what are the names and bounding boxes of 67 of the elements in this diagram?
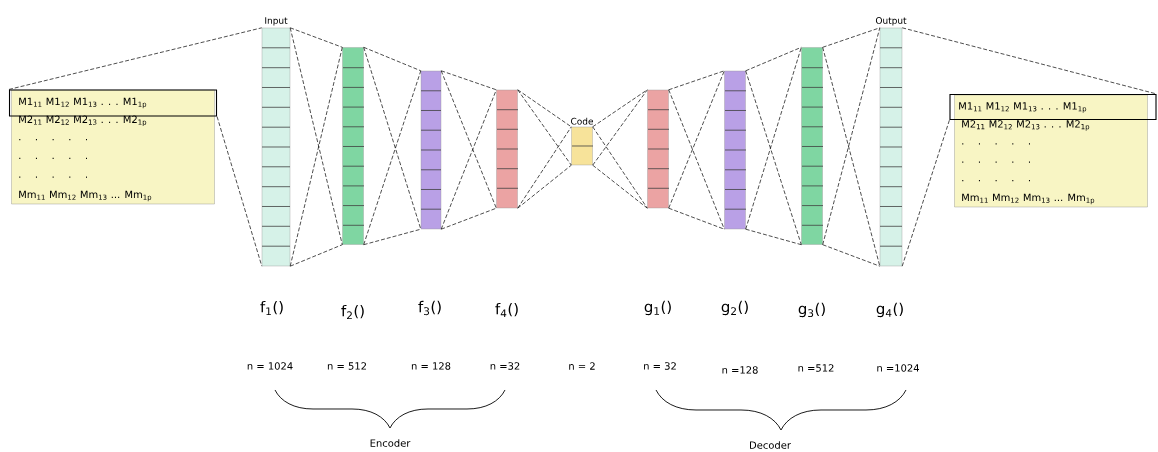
function-label: f$_{1}$() — [260, 301, 283, 315]
size-label: n = 512 — [327, 362, 366, 370]
group-label: Decoder — [750, 441, 791, 449]
size-label: n = 32 — [644, 362, 676, 370]
connector-line — [745, 46, 802, 72]
connector-line — [822, 27, 881, 246]
connector-line — [668, 207, 725, 230]
node-label: Code — [571, 117, 594, 125]
connector-line — [745, 228, 802, 246]
connector-line — [363, 228, 422, 246]
layer-column: Input — [261, 17, 291, 267]
connector-line — [440, 70, 497, 91]
connector-line — [592, 89, 648, 128]
layer-column: Output — [875, 17, 907, 267]
function-label: f$_{4}$() — [495, 303, 518, 317]
layer-column — [724, 70, 747, 230]
connector-line — [517, 89, 572, 128]
connector-line — [289, 27, 343, 246]
connector-line — [363, 46, 422, 72]
function-label: g$_{4}$() — [876, 302, 903, 318]
layer-column — [647, 89, 670, 209]
connector-line — [363, 70, 422, 246]
size-label: n =1024 — [877, 364, 919, 372]
group-label: Encoder — [370, 439, 411, 447]
connector-line — [8, 27, 263, 90]
connector-line — [289, 244, 343, 267]
connector-line — [668, 70, 725, 209]
node-label: Input — [265, 17, 288, 26]
layer-column — [496, 89, 519, 209]
connector-line — [289, 46, 343, 267]
connector-line — [822, 27, 881, 48]
layer-column — [420, 70, 442, 230]
connector-line — [517, 89, 572, 166]
connector-line — [668, 89, 725, 230]
size-label: n =512 — [798, 364, 834, 372]
connector-line — [668, 70, 725, 91]
function-label: g$_{2}$() — [721, 300, 748, 316]
connector-line — [517, 126, 572, 209]
function-label: g$_{1}$() — [644, 300, 671, 316]
layer-column — [342, 47, 365, 245]
size-label: n = 128 — [411, 362, 451, 370]
connector-line — [901, 27, 1157, 95]
connector-line — [440, 70, 497, 209]
function-label: f$_{2}$() — [341, 304, 364, 320]
connector-line — [517, 164, 572, 209]
connector-line — [592, 164, 648, 209]
connector-line — [363, 46, 422, 230]
connector-line — [592, 89, 648, 166]
connector-line — [440, 207, 497, 230]
connector-line — [822, 46, 881, 267]
connector-line — [822, 244, 881, 267]
connector-line — [745, 70, 802, 246]
connector-line — [901, 119, 950, 267]
connector-line — [592, 126, 648, 209]
function-label: g$_{3}$() — [798, 302, 825, 318]
connector-line — [745, 46, 802, 230]
size-label: n = 1024 — [247, 362, 293, 370]
size-label: n =128 — [722, 366, 758, 374]
size-label: n =32 — [490, 362, 520, 370]
size-label: n = 2 — [569, 362, 595, 370]
layer-column: Code — [571, 117, 594, 166]
function-label: f$_{3}$() — [418, 300, 441, 316]
node-label: Output — [875, 17, 907, 26]
connector-line — [289, 27, 343, 48]
connector-line — [440, 89, 497, 230]
layer-column — [801, 47, 824, 245]
connector-line — [216, 116, 263, 267]
